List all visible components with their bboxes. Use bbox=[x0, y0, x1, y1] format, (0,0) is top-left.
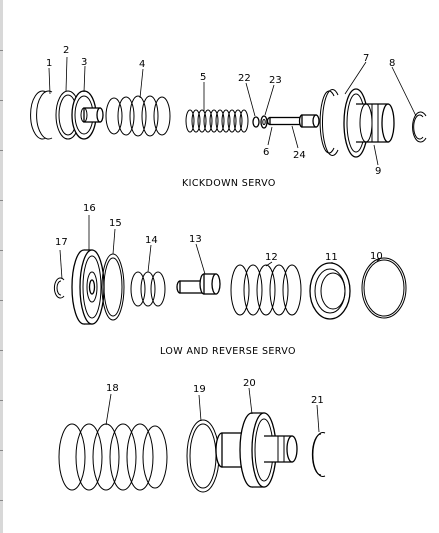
part-13-plug bbox=[176, 273, 221, 295]
bottom-callouts: 18 19 20 21 bbox=[106, 378, 324, 406]
part-18-large-spring bbox=[58, 423, 168, 491]
callout-10: 10 bbox=[370, 251, 383, 262]
edge-tick bbox=[0, 50, 3, 51]
part-11-retainer bbox=[309, 262, 351, 320]
callout-18: 18 bbox=[106, 383, 119, 394]
part-22-washer bbox=[252, 116, 260, 128]
part-4-spring bbox=[105, 95, 171, 137]
part-6-rod bbox=[266, 114, 320, 128]
callout-7: 7 bbox=[363, 53, 369, 64]
left-edge-strip bbox=[0, 0, 3, 533]
callout-2: 2 bbox=[63, 45, 69, 56]
callout-5: 5 bbox=[200, 72, 206, 83]
part-17-snap-ring bbox=[53, 277, 65, 299]
edge-tick bbox=[0, 500, 3, 501]
part-19-ring bbox=[186, 419, 220, 493]
callout-17: 17 bbox=[55, 237, 68, 248]
callout-21: 21 bbox=[311, 395, 324, 406]
part-8-snap-ring bbox=[412, 111, 427, 143]
part-14-spring bbox=[130, 271, 166, 307]
edge-tick bbox=[0, 150, 3, 151]
callout-4: 4 bbox=[139, 59, 145, 70]
callout-23: 23 bbox=[269, 75, 282, 86]
edge-tick bbox=[0, 250, 3, 251]
edge-tick bbox=[0, 400, 3, 401]
part-9-servo-piston bbox=[343, 88, 395, 158]
kickdown-servo-group bbox=[30, 88, 427, 158]
part-23-retainer bbox=[260, 115, 268, 129]
low-reverse-servo-caption: LOW AND REVERSE SERVO bbox=[160, 346, 296, 357]
low-reverse-leader-lines bbox=[59, 215, 381, 280]
callout-11: 11 bbox=[325, 252, 338, 263]
callout-1: 1 bbox=[46, 58, 52, 69]
kickdown-leader-lines bbox=[48, 56, 417, 166]
callout-19: 19 bbox=[193, 384, 206, 395]
callout-14: 14 bbox=[145, 235, 158, 246]
callout-13: 13 bbox=[189, 234, 202, 245]
edge-tick bbox=[0, 100, 3, 101]
edge-tick bbox=[0, 200, 3, 201]
part-16-piston bbox=[71, 249, 105, 325]
bottom-leader-lines bbox=[105, 387, 320, 433]
callout-15: 15 bbox=[109, 218, 122, 229]
callout-9: 9 bbox=[375, 166, 381, 177]
part-15-ring bbox=[101, 253, 125, 321]
edge-tick bbox=[0, 450, 3, 451]
low-reverse-servo-group bbox=[53, 249, 407, 325]
part-20-servo-piston bbox=[215, 412, 298, 488]
kickdown-callouts: 1 2 3 4 5 22 23 7 8 6 24 9 bbox=[46, 45, 395, 177]
callout-6: 6 bbox=[263, 147, 269, 158]
bottom-parts-group bbox=[58, 412, 326, 493]
kickdown-servo-caption: KICKDOWN SERVO bbox=[182, 178, 276, 189]
callout-8: 8 bbox=[389, 58, 395, 69]
part-21-snap-ring bbox=[311, 432, 326, 477]
part-12-spring bbox=[230, 264, 302, 316]
part-10-ring bbox=[361, 257, 407, 319]
callout-22: 22 bbox=[238, 73, 251, 84]
part-7-snap-ring bbox=[319, 89, 339, 156]
callout-3: 3 bbox=[81, 57, 87, 68]
part-1-snap-ring bbox=[30, 90, 53, 140]
callout-12: 12 bbox=[265, 252, 278, 263]
callout-20: 20 bbox=[243, 378, 256, 389]
edge-tick bbox=[0, 300, 3, 301]
callout-16: 16 bbox=[83, 203, 96, 214]
callout-24: 24 bbox=[293, 150, 306, 161]
low-reverse-callouts: 17 16 15 14 13 12 11 10 bbox=[55, 203, 383, 263]
edge-tick bbox=[0, 350, 3, 351]
part-3-piston bbox=[71, 90, 104, 140]
part-5-small-spring bbox=[185, 109, 249, 133]
